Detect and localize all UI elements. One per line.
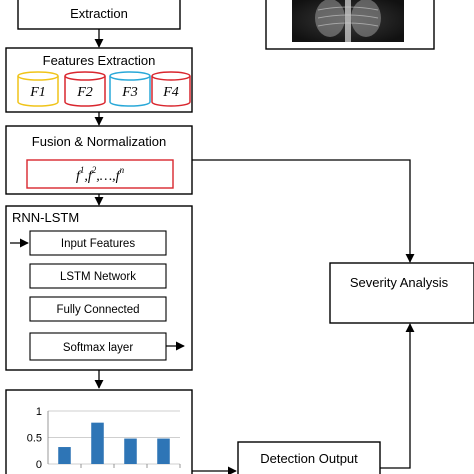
feature-label-f2: F2	[76, 85, 93, 100]
extraction-box: Extraction	[17, 0, 181, 30]
arrow-fusion-to-severity	[192, 159, 415, 263]
layer-fully-connected: Fully Connected	[29, 296, 167, 322]
severity-analysis-box: Severity Analysis	[329, 262, 474, 324]
layer-lstm-network: LSTM Network	[29, 263, 167, 289]
fusion-title: Fusion & Normalization	[32, 134, 166, 149]
detection-label: Detection Output	[260, 451, 358, 466]
feature-label-f4: F4	[162, 85, 179, 100]
rnn-lstm-box: RNN-LSTM Input Features LSTM Network Ful…	[5, 205, 193, 371]
feature-label-f1: F1	[29, 85, 46, 100]
features-title: Features Extraction	[43, 53, 156, 68]
fusion-formula: f1,f2,…,fn	[76, 165, 125, 184]
fusion-normalization-box: Fusion & Normalization f1,f2,…,fn	[5, 125, 193, 195]
layer-softmax: Softmax layer	[29, 332, 167, 361]
layer-input-features: Input Features	[29, 230, 167, 256]
feature-cylinder-f4: F4	[151, 71, 191, 107]
feature-label-f3: F3	[121, 85, 138, 100]
features-extraction-box: Features Extraction F1 F2 F3 F4	[5, 47, 193, 113]
detection-output-box: Detection Output	[237, 441, 381, 474]
extraction-label: Extraction	[70, 6, 128, 21]
svg-text:Softmax layer: Softmax layer	[63, 342, 133, 354]
rnn-title: RNN-LSTM	[12, 210, 79, 225]
svg-text:Fully Connected: Fully Connected	[56, 304, 139, 316]
y-tick-label: 1	[36, 406, 42, 418]
output-chart-box: 00.51	[5, 389, 193, 474]
feature-cylinder-f3: F3	[109, 71, 151, 107]
arrow-detection-to-severity	[380, 323, 415, 469]
y-tick-label: 0	[36, 459, 42, 471]
chart-bar	[58, 447, 71, 464]
chart-bar	[124, 438, 137, 464]
feature-cylinder-f1: F1	[17, 71, 59, 107]
svg-text:Input Features: Input Features	[61, 238, 135, 250]
chart-bar	[157, 438, 170, 464]
detection-bar-chart: 00.51	[27, 406, 181, 471]
severity-label: Severity Analysis	[350, 275, 449, 290]
xray-image-box	[265, 0, 435, 50]
y-tick-label: 0.5	[27, 433, 42, 445]
svg-text:LSTM Network: LSTM Network	[60, 271, 136, 283]
feature-cylinder-f2: F2	[64, 71, 106, 107]
chart-bar	[91, 422, 104, 464]
fusion-formula-box	[26, 159, 174, 189]
